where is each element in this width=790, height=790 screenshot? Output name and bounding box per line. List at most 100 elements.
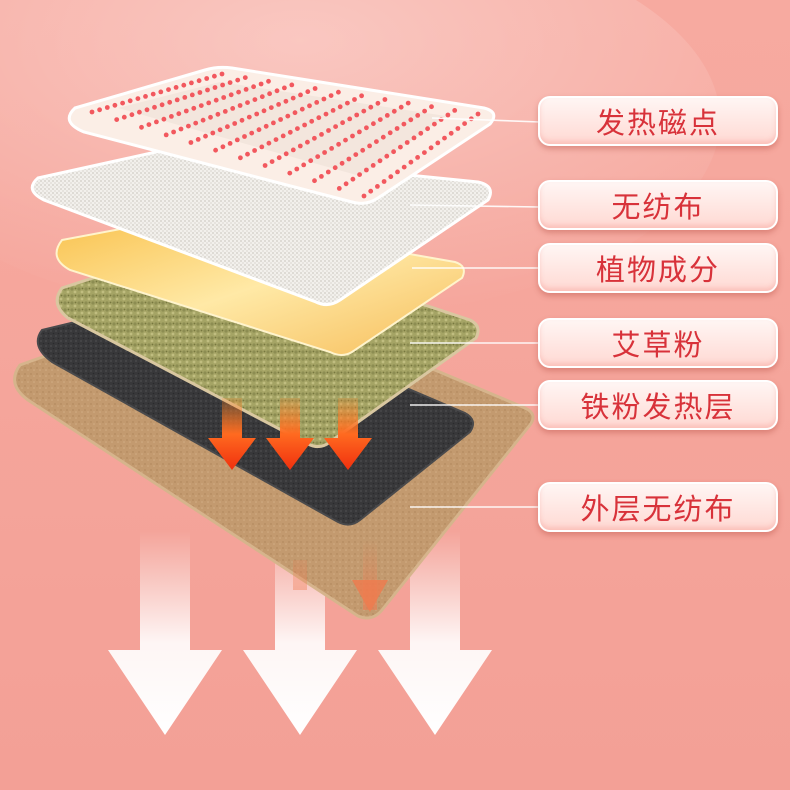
heat-dot xyxy=(289,83,294,88)
heat-dot xyxy=(452,108,457,113)
label-nonwoven-top: 无纺布 xyxy=(538,180,778,230)
heat-dot xyxy=(385,113,390,118)
heat-dot xyxy=(228,141,233,146)
heat-dot xyxy=(220,83,225,88)
heat-dot xyxy=(152,105,157,110)
heat-dot xyxy=(230,106,235,111)
heat-dot xyxy=(359,93,364,98)
heat-dot xyxy=(113,103,118,108)
heat-dot xyxy=(253,97,258,102)
heat-dot xyxy=(201,118,206,123)
heat-dot xyxy=(212,74,217,79)
heat-dot xyxy=(136,96,141,101)
heat-arrows xyxy=(208,398,372,470)
heat-dot xyxy=(235,138,240,143)
heat-dot xyxy=(362,194,367,199)
heat-dot xyxy=(333,165,338,170)
heat-dot xyxy=(395,170,400,175)
heat-dot xyxy=(293,110,298,115)
heat-dot xyxy=(352,97,357,102)
heat-dot xyxy=(376,101,381,106)
heat-dot xyxy=(446,113,451,118)
heat-dot xyxy=(205,88,210,93)
heat-dot xyxy=(232,121,237,126)
heat-dot xyxy=(164,133,169,138)
heat-dot xyxy=(322,150,327,155)
label-outer-nonwoven: 外层无纺布 xyxy=(538,482,778,532)
heat-dot xyxy=(406,101,411,106)
heat-dot xyxy=(336,90,341,95)
heat-dot xyxy=(360,148,365,153)
heat-dot xyxy=(319,174,324,179)
heat-dot xyxy=(206,101,211,106)
heat-dot xyxy=(216,112,221,117)
heat-dot xyxy=(324,112,329,117)
heat-dot xyxy=(322,97,327,102)
heat-dot xyxy=(240,118,245,123)
heat-dot xyxy=(476,112,481,117)
heat-dot xyxy=(90,110,95,115)
heat-dot xyxy=(364,168,369,173)
heat-dot xyxy=(189,140,194,145)
heat-dot xyxy=(300,107,305,112)
heat-dot xyxy=(214,98,219,103)
heat-dot xyxy=(281,134,286,139)
heat-dot xyxy=(319,132,324,137)
heat-dot xyxy=(351,177,356,182)
heat-dot xyxy=(218,127,223,132)
heat-dot xyxy=(242,134,247,139)
heat-dot xyxy=(235,78,240,83)
heat-dot xyxy=(266,79,271,84)
heat-dot xyxy=(340,161,345,166)
heat-dot xyxy=(326,170,331,175)
heat-dot xyxy=(225,124,230,129)
heat-dot xyxy=(415,113,420,118)
heat-dot xyxy=(392,109,397,114)
heat-dot xyxy=(388,130,393,135)
heat-dot xyxy=(228,80,233,85)
heat-dot xyxy=(371,163,376,168)
heat-dot xyxy=(338,104,343,109)
heat-dot xyxy=(120,101,125,106)
heat-dot xyxy=(418,131,423,136)
heat-dot xyxy=(391,149,396,154)
heat-dot xyxy=(154,120,159,125)
heat-dot xyxy=(333,124,338,129)
label-iron-powder: 铁粉发热层 xyxy=(538,380,778,430)
heat-dot xyxy=(374,139,379,144)
heat-dot xyxy=(275,88,280,93)
heat-dot xyxy=(105,105,110,110)
heat-dot xyxy=(251,84,256,89)
heat-dot xyxy=(462,121,467,126)
heat-dot xyxy=(196,137,201,142)
heat-dot xyxy=(278,117,283,122)
heat-dot xyxy=(288,130,293,135)
heat-dot xyxy=(238,155,243,160)
heat-dot xyxy=(449,131,454,136)
heat-dot xyxy=(264,124,269,129)
heat-dot xyxy=(331,108,336,113)
heat-dot xyxy=(267,91,272,96)
heat-dot xyxy=(160,102,165,107)
heat-dot xyxy=(347,157,352,162)
heat-dot xyxy=(269,105,274,110)
heat-dot xyxy=(329,93,334,98)
heat-dot xyxy=(198,90,203,95)
label-mugwort-powder: 艾草粉 xyxy=(538,318,778,368)
heat-dot xyxy=(329,146,334,151)
heat-dot xyxy=(274,137,279,142)
heat-dot xyxy=(243,75,248,80)
heat-dot xyxy=(210,131,215,136)
heat-dot xyxy=(435,141,440,146)
heat-dot xyxy=(139,125,144,130)
heat-dot xyxy=(259,145,264,150)
heat-dot xyxy=(191,106,196,111)
heat-dot xyxy=(249,131,254,136)
heat-dot xyxy=(425,126,430,131)
heat-dot xyxy=(364,125,369,130)
heat-dot xyxy=(429,104,434,109)
heat-dot xyxy=(158,90,163,95)
heat-dot xyxy=(412,136,417,141)
heat-dot xyxy=(378,158,383,163)
heat-dot xyxy=(189,81,194,86)
